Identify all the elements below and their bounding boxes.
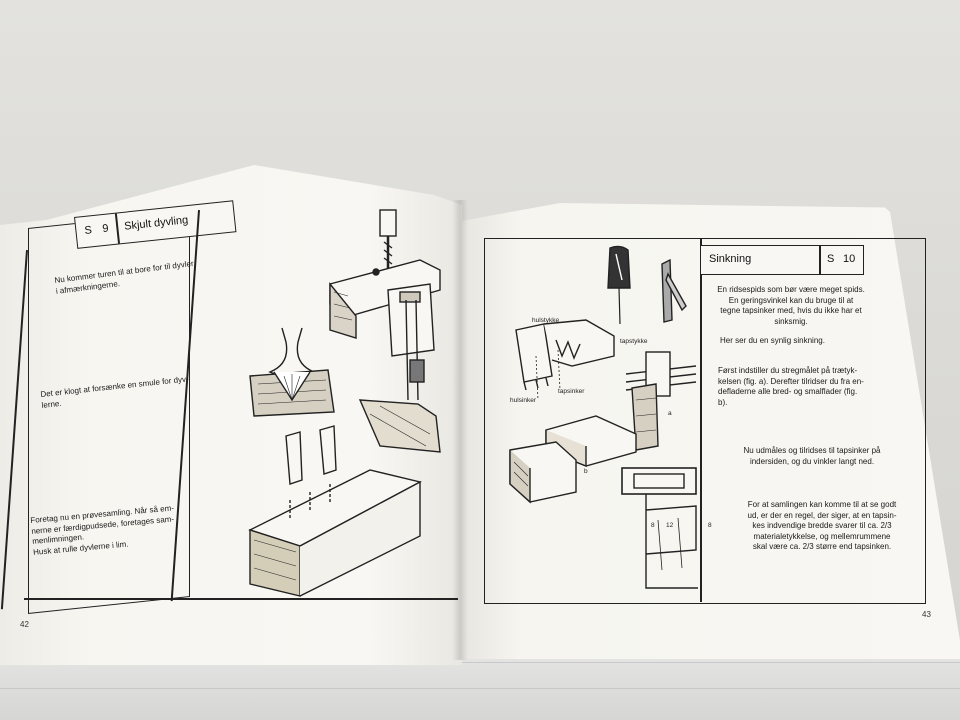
text-line: defladerne alle bred- og smalflader (fig… (718, 387, 858, 396)
right-paragraph-3: Først indstiller du stregmålet på trætyk… (718, 366, 898, 408)
text-line: indersiden, og du vinkler langt ned. (749, 456, 875, 466)
section-number: 10 (843, 253, 856, 265)
text-line: Først indstiller du stregmålet på trætyk… (718, 366, 858, 375)
dovetail-illustration (509, 245, 698, 589)
dowel-illustration (248, 209, 441, 597)
text-line: Nu udmåles og tilridses til tapsinker på (743, 446, 881, 455)
table-plank-line (0, 688, 960, 689)
label-tapstykke: tapstykke (620, 338, 648, 345)
text-line: Her ser du en synlig sinkning. (720, 336, 825, 345)
section-letter: S (83, 224, 93, 237)
right-column-divider (700, 238, 702, 602)
label-hulstykke: hulstykke (532, 317, 560, 324)
header-divider (819, 246, 821, 274)
text-line: For at samlingen kan komme til at se god… (747, 500, 897, 509)
table-plank-line (0, 662, 960, 663)
text-line: ud, er der en regel, der siger, at en ta… (747, 510, 897, 520)
right-header: Sinkning S 10 (700, 245, 864, 275)
label-tapsinker: tapsinker (558, 388, 585, 395)
section-title: Sinkning (709, 253, 752, 265)
right-paragraph-5: For at samlingen kan komme til at se god… (730, 500, 914, 553)
right-paragraph-4: Nu udmåles og tilridses til tapsinker på… (722, 446, 902, 467)
right-paragraph-1: En ridsespids som bør være meget spids. … (706, 285, 876, 327)
label-fig-a: a (668, 410, 672, 417)
label-dim-2: 12 (666, 522, 674, 529)
right-page-number: 43 (922, 610, 931, 619)
right-paragraph-2: Her ser du en synlig sinkning. (720, 336, 890, 347)
section-title: Skjult dyvling (123, 214, 189, 233)
label-hulsinker: hulsinker (510, 397, 537, 404)
left-page-number: 42 (20, 620, 29, 629)
text-line: tegne tapsinker med, hvis du ikke har et (720, 306, 862, 315)
label-dim-1: 8 (651, 522, 655, 529)
right-page (460, 203, 960, 659)
text-line: En geringsvinkel kan du bruge til at (728, 295, 854, 305)
text-line: kes indvendige bredde svarer til ca. 2/3 (752, 521, 892, 530)
label-dim-3: 8 (708, 522, 712, 529)
text-line: b). (718, 397, 728, 407)
text-line: sinksmig. (774, 316, 808, 326)
text-line: materialetykkelse, og mellemrummene (753, 531, 891, 541)
book-gutter (452, 200, 468, 660)
right-frame (484, 238, 926, 604)
section-letter: S (827, 253, 835, 265)
header-divider (114, 213, 120, 244)
label-fig-b: b (584, 468, 588, 475)
text-line: En ridsespids som bør være meget spids. (717, 285, 865, 294)
text-line: kelsen (fig. a). Derefter tilridser du f… (718, 376, 864, 386)
text-line: skal være ca. 2/3 større end tapsinken. (752, 542, 892, 551)
section-number: 9 (101, 222, 110, 236)
left-frame-bottom (24, 598, 458, 600)
